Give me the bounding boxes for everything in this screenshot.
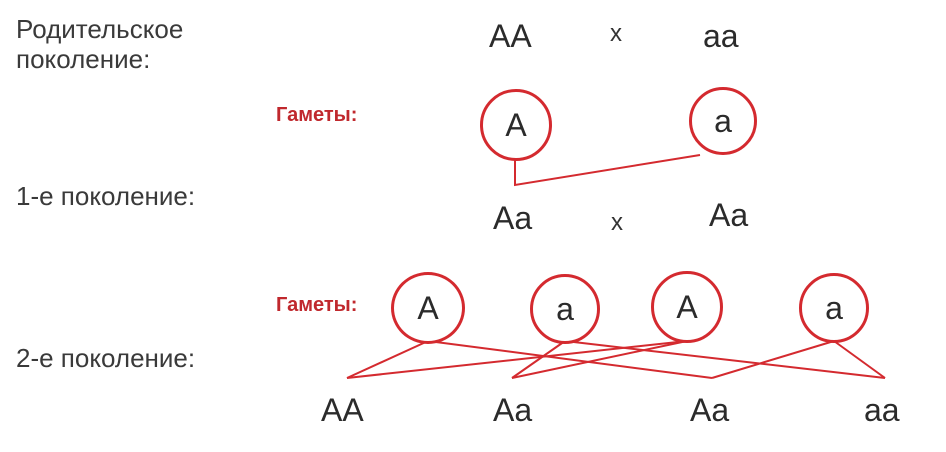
f1-genotype-right: Aa (709, 197, 749, 233)
first-generation-label: 1-е поколение: (16, 181, 196, 211)
gamete-circle: A (391, 272, 465, 344)
gamete-circle: A (480, 89, 552, 161)
gamete-join-line (514, 154, 701, 187)
parental-label-line1: Родительское (16, 14, 184, 44)
f2-genotype: Aa (690, 392, 730, 428)
f2-genotype: aa (864, 392, 900, 428)
cross-line (511, 340, 566, 379)
gamete-circle: a (530, 274, 600, 344)
cross-line (346, 340, 688, 379)
cross-line (427, 340, 713, 379)
gametes-label-1: Гаметы: (276, 104, 358, 126)
gamete-circle: A (651, 271, 723, 343)
f2-genotype: AA (321, 392, 364, 428)
cross-symbol-f1: x (611, 209, 623, 236)
cross-line (511, 340, 688, 379)
cross-line (564, 340, 886, 379)
parent-genotype-right: aa (703, 18, 739, 54)
gametes-label-2: Гаметы: (276, 294, 358, 316)
parental-generation-label: Родительское поколение: (16, 14, 183, 74)
f2-genotype: Aa (493, 392, 533, 428)
gamete-circle: a (689, 87, 757, 155)
cross-line (346, 340, 429, 379)
parent-genotype-left: AA (489, 18, 532, 54)
cross-line (833, 340, 886, 379)
second-generation-label: 2-е поколение: (16, 343, 196, 373)
gamete-circle: a (799, 273, 869, 343)
f1-genotype-left: Aa (493, 200, 533, 236)
parental-label-line2: поколение: (16, 44, 151, 74)
cross-line (711, 340, 835, 379)
cross-symbol-parents: x (610, 20, 622, 47)
